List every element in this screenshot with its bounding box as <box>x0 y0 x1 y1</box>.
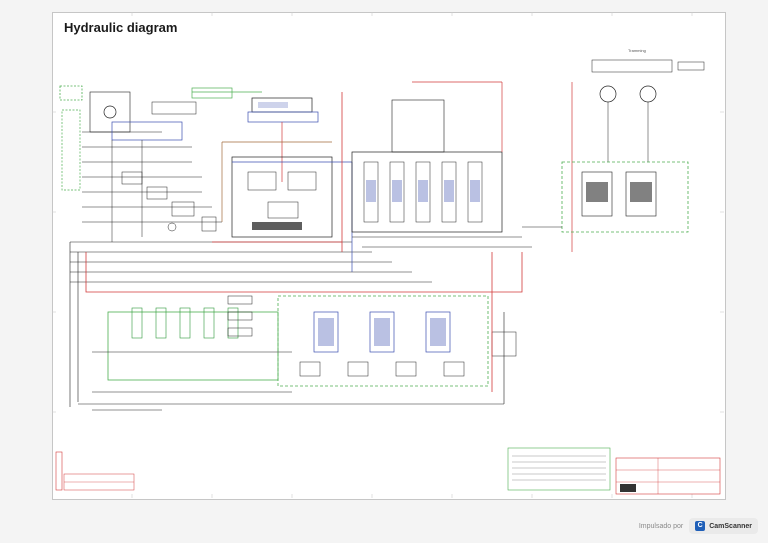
hydraulic-schematic: Tramming <box>52 12 724 498</box>
valve-bank-lower-center <box>272 295 517 405</box>
scanner-footer: Impulsado por C CamScanner <box>639 515 758 537</box>
cylinder-group-top <box>221 97 332 222</box>
pump-group-left <box>59 85 432 407</box>
tramming-label: Tramming <box>628 48 646 53</box>
pressure-lines-red <box>85 92 523 392</box>
directional-valve-bank <box>351 81 532 248</box>
revision-strip <box>55 451 135 491</box>
tramming-motors: Tramming <box>571 48 705 252</box>
footer-prefix: Impulsado por <box>638 522 684 530</box>
camscanner-logo-icon: C <box>695 521 706 531</box>
camscanner-badge: C CamScanner <box>689 518 758 534</box>
valve-cluster-top-left <box>111 87 262 242</box>
drawing-sheet <box>52 12 726 500</box>
valve-manifold-lower-left <box>78 295 292 411</box>
page-title: Hydraulic diagram <box>64 20 178 35</box>
camscanner-brand-name: CamScanner <box>709 522 752 530</box>
gearbox-frame <box>522 161 689 233</box>
title-block <box>507 447 721 495</box>
sheet-border-ticks <box>52 12 724 498</box>
